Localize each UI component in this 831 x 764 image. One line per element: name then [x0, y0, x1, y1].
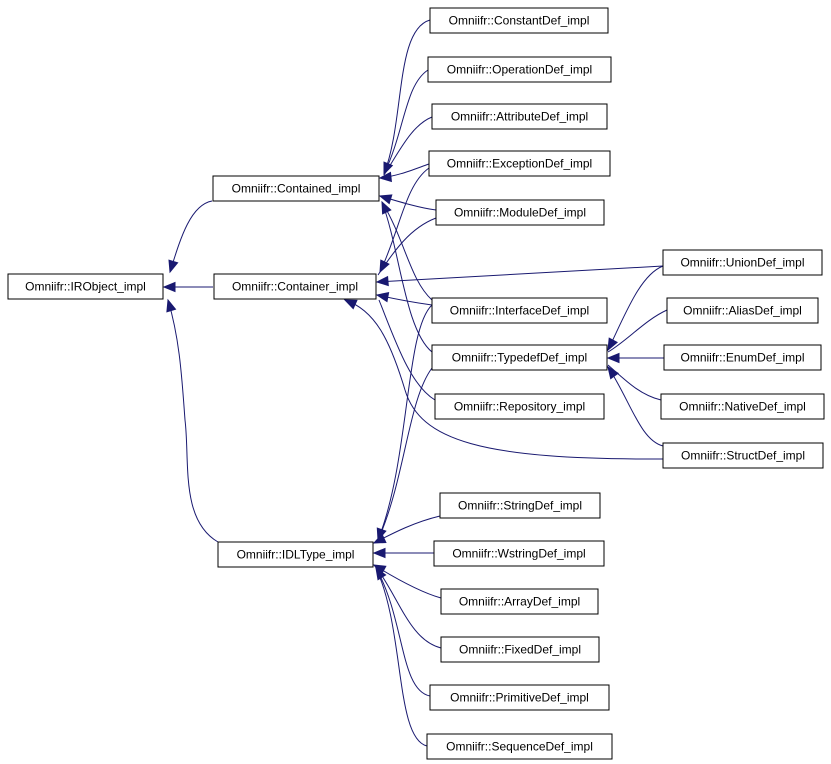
edge-contained-irobject [169, 200, 213, 273]
arrow-contained-a [383, 161, 394, 176]
edge-typedefdef-contained [381, 201, 433, 353]
edge-aliasdef-typedefdef [607, 309, 668, 353]
arrow-typedefdef-b [606, 352, 620, 364]
edge-sequencedef-idltype [375, 567, 428, 747]
arrow-irobject-container [162, 281, 176, 293]
edge-primitivedef-idltype [375, 567, 431, 697]
node-arraydef-label: Omniifr::ArrayDef_impl [459, 595, 580, 609]
node-attributedef-label: Omniifr::AttributeDef_impl [451, 110, 588, 124]
node-operationdef[interactable]: Omniifr::OperationDef_impl [427, 56, 612, 83]
edge-structdef-typedefdef [607, 366, 664, 447]
node-container[interactable]: Omniifr::Container_impl [213, 273, 377, 300]
arrow-contained-d [381, 200, 392, 215]
edge-nativedef-typedefdef [607, 364, 662, 401]
node-idltype[interactable]: Omniifr::IDLType_impl [217, 541, 374, 568]
arrow-typedefdef-c [607, 365, 619, 380]
edge-fixeddef-idltype [375, 566, 442, 649]
node-uniondef[interactable]: Omniifr::UnionDef_impl [662, 249, 823, 276]
arrow-container-c [375, 291, 390, 303]
arrow-idltype-b [372, 533, 387, 544]
node-arraydef[interactable]: Omniifr::ArrayDef_impl [440, 588, 599, 615]
node-stringdef[interactable]: Omniifr::StringDef_impl [439, 492, 601, 519]
node-operationdef-label: Omniifr::OperationDef_impl [447, 63, 592, 77]
arrow-contained-c [378, 194, 393, 205]
node-wstringdef-label: Omniifr::WstringDef_impl [452, 547, 585, 561]
node-wstringdef[interactable]: Omniifr::WstringDef_impl [433, 540, 605, 567]
arrow-irobject-idltype [166, 298, 177, 313]
node-attributedef[interactable]: Omniifr::AttributeDef_impl [431, 103, 608, 130]
arrow-typedefdef-a [607, 337, 618, 352]
arrow-irobject-contained [168, 259, 179, 274]
node-constantdef-label: Omniifr::ConstantDef_impl [449, 14, 590, 28]
node-enumdef-label: Omniifr::EnumDef_impl [680, 351, 804, 365]
class-nodes: Omniifr::IRObject_impl Omniifr::Containe… [7, 7, 825, 760]
inheritance-edges [162, 19, 668, 747]
edge-structdef-container [404, 389, 664, 460]
node-moduledef-label: Omniifr::ModuleDef_impl [454, 206, 586, 220]
arrow-contained-b [378, 171, 392, 183]
edge-uniondef-typedefdef [607, 265, 664, 351]
node-structdef[interactable]: Omniifr::StructDef_impl [662, 442, 824, 469]
arrow-container-a [379, 259, 390, 274]
node-interfacedef[interactable]: Omniifr::InterfaceDef_impl [431, 297, 608, 324]
node-aliasdef-label: Omniifr::AliasDef_impl [683, 304, 802, 318]
node-structdef-label: Omniifr::StructDef_impl [681, 449, 805, 463]
edge-interfacedef-idltype [377, 304, 433, 541]
node-typedefdef-label: Omniifr::TypedefDef_impl [452, 351, 587, 365]
node-repository[interactable]: Omniifr::Repository_impl [434, 393, 605, 420]
edge-operationdef-contained [383, 69, 429, 175]
node-repository-label: Omniifr::Repository_impl [454, 400, 585, 414]
node-typedefdef[interactable]: Omniifr::TypedefDef_impl [431, 344, 608, 371]
node-moduledef[interactable]: Omniifr::ModuleDef_impl [435, 199, 605, 226]
node-irobject-label: Omniifr::IRObject_impl [25, 280, 146, 294]
edge-idltype-irobject [184, 419, 219, 543]
node-fixeddef-label: Omniifr::FixedDef_impl [459, 643, 581, 657]
node-fixeddef[interactable]: Omniifr::FixedDef_impl [440, 636, 600, 663]
node-exceptiondef[interactable]: Omniifr::ExceptionDef_impl [428, 150, 611, 177]
node-contained[interactable]: Omniifr::Contained_impl [212, 175, 380, 202]
node-exceptiondef-label: Omniifr::ExceptionDef_impl [447, 157, 592, 171]
edge-repository-container [378, 299, 436, 401]
edge-typedefdef-idltype [377, 367, 433, 541]
edge-uniondef-container [376, 265, 664, 283]
edge-structdef-container-b [344, 299, 406, 391]
node-idltype-label: Omniifr::IDLType_impl [237, 548, 355, 562]
arrow-idltype-e [375, 566, 387, 581]
node-nativedef-label: Omniifr::NativeDef_impl [679, 400, 806, 414]
node-primitivedef[interactable]: Omniifr::PrimitiveDef_impl [429, 684, 610, 711]
node-aliasdef[interactable]: Omniifr::AliasDef_impl [666, 297, 819, 324]
node-sequencedef-label: Omniifr::SequenceDef_impl [446, 740, 593, 754]
node-nativedef[interactable]: Omniifr::NativeDef_impl [660, 393, 825, 420]
edge-exceptiondef-container [379, 167, 430, 273]
arrow-idltype-c [372, 547, 386, 559]
node-constantdef[interactable]: Omniifr::ConstantDef_impl [429, 7, 609, 34]
arrow-container-d [343, 299, 358, 310]
node-primitivedef-label: Omniifr::PrimitiveDef_impl [450, 691, 589, 705]
node-interfacedef-label: Omniifr::InterfaceDef_impl [450, 304, 589, 318]
node-contained-label: Omniifr::Contained_impl [232, 182, 361, 196]
edge-constantdef-contained [383, 19, 431, 175]
edge-idltype-irobject-b [167, 299, 186, 421]
node-container-label: Omniifr::Container_impl [232, 280, 358, 294]
arrow-container-b [375, 275, 389, 287]
edge-interfacedef-contained [381, 201, 433, 301]
node-sequencedef[interactable]: Omniifr::SequenceDef_impl [426, 733, 613, 760]
node-irobject[interactable]: Omniifr::IRObject_impl [7, 273, 164, 300]
node-enumdef[interactable]: Omniifr::EnumDef_impl [663, 344, 822, 371]
node-uniondef-label: Omniifr::UnionDef_impl [680, 256, 804, 270]
node-stringdef-label: Omniifr::StringDef_impl [458, 499, 582, 513]
